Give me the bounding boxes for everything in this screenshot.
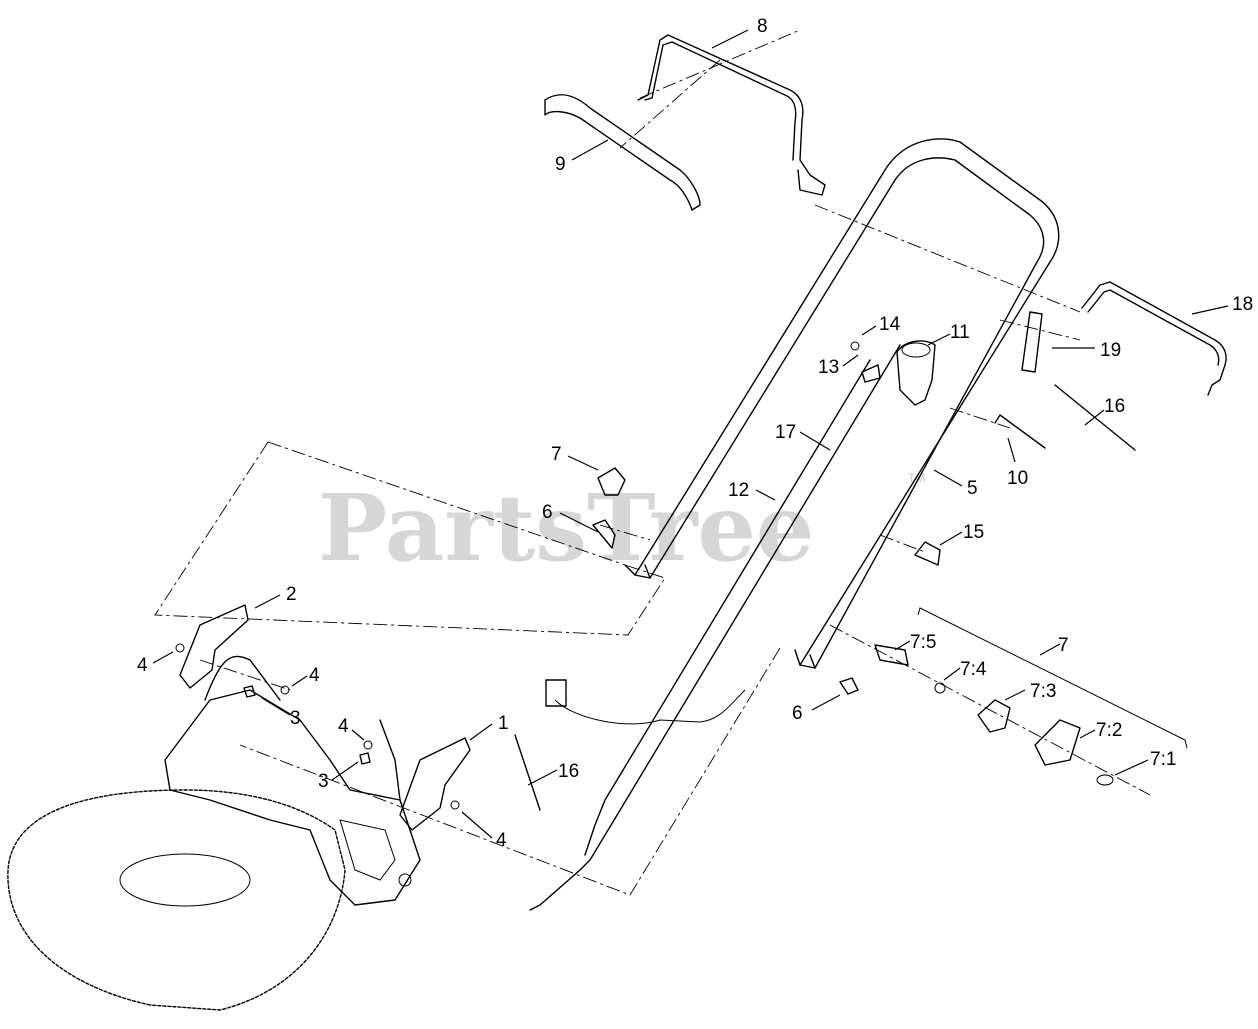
callout-3-lower: 3	[318, 771, 329, 792]
watermark: PartsTree	[318, 474, 814, 582]
callout-12: 12	[728, 480, 749, 501]
callout-15: 15	[963, 522, 984, 543]
callout-5: 5	[967, 478, 978, 499]
callout-17: 17	[775, 422, 796, 443]
callout-7-4: 7:4	[960, 659, 987, 680]
callout-11: 11	[950, 322, 970, 343]
bracket-1	[399, 737, 471, 831]
callout-7-2: 7:2	[1096, 720, 1122, 741]
callout-7-5: 7:5	[910, 632, 936, 653]
callout-7-kit: 7	[1058, 635, 1069, 656]
callout-10: 10	[1007, 468, 1028, 489]
callout-4-mid: 4	[309, 665, 320, 686]
cable-12	[529, 344, 901, 911]
callout-13: 13	[818, 357, 839, 378]
callout-8: 8	[757, 16, 768, 37]
callout-19: 19	[1100, 340, 1121, 361]
connector	[545, 679, 567, 707]
pad-19	[1021, 311, 1043, 373]
leader-lines	[152, 29, 1229, 839]
callout-4-upper-right: 4	[338, 716, 349, 737]
callout-labels: 8 9 18 14 11 13 19 16 17 7 12 10 5 6 15 …	[137, 16, 1253, 851]
callout-4-lower: 4	[496, 830, 507, 851]
callout-7-3: 7:3	[1030, 681, 1056, 702]
callout-3-upper: 3	[290, 708, 301, 729]
callout-16-upper: 16	[1104, 396, 1125, 417]
callout-7-1: 7:1	[1150, 749, 1176, 770]
grip-bar	[544, 94, 701, 211]
hardware	[175, 341, 1136, 811]
bracket-2	[179, 604, 249, 689]
rod-18	[1081, 281, 1227, 396]
assembly-guide-lines	[154, 29, 1151, 896]
cable-17	[584, 359, 871, 856]
bail-bar	[637, 34, 826, 196]
upper-handle	[624, 138, 1060, 669]
callout-6-upper: 6	[542, 502, 553, 523]
callout-16-lower: 16	[558, 761, 579, 782]
kit-7-bracket	[917, 607, 1188, 749]
callout-1: 1	[498, 713, 509, 734]
callout-2: 2	[286, 584, 297, 605]
mower-deck	[7, 655, 421, 1011]
callout-6-lower: 6	[792, 703, 803, 724]
callout-14: 14	[879, 314, 901, 335]
callout-4-left: 4	[137, 655, 148, 676]
callout-9: 9	[555, 154, 566, 175]
callout-7-upper: 7	[551, 444, 562, 465]
callout-18: 18	[1232, 294, 1253, 315]
control-box-11	[896, 340, 936, 406]
